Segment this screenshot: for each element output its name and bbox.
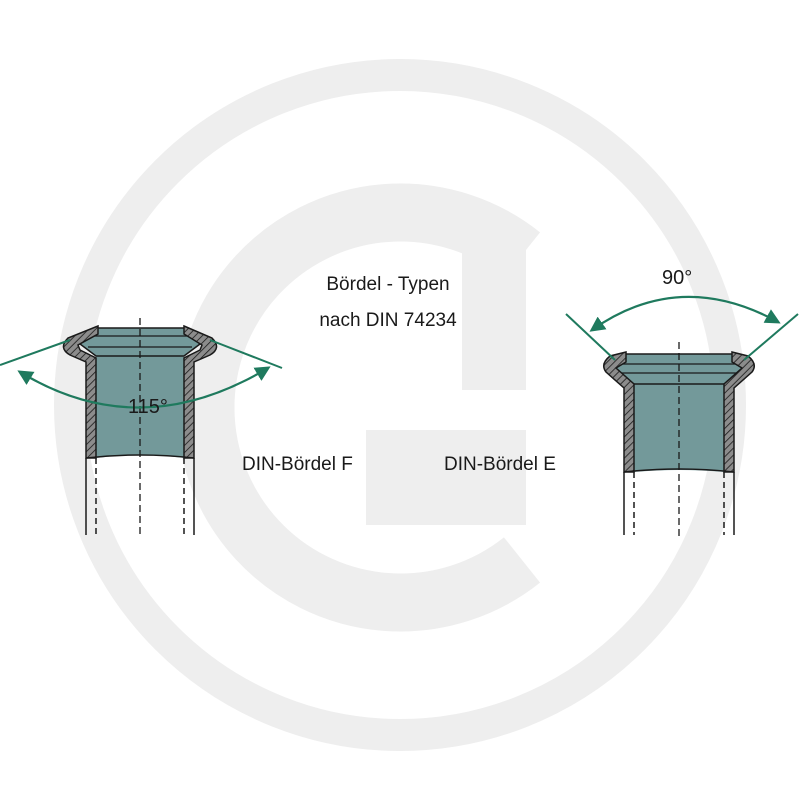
diagram-title: Bördel - Typen bbox=[326, 274, 449, 295]
flare-f-angle-label: 115° bbox=[128, 396, 168, 418]
flare-e-label: DIN-Bördel E bbox=[444, 454, 556, 475]
flare-f-angle-arc bbox=[17, 366, 271, 409]
flare-e-right-wall bbox=[723, 351, 755, 473]
flare-e-left-wall bbox=[603, 351, 635, 473]
flare-e-angle-label: 90° bbox=[662, 267, 692, 289]
flare-e-drawing bbox=[565, 295, 799, 536]
diagram-subtitle: nach DIN 74234 bbox=[319, 310, 457, 331]
flare-f-label: DIN-Bördel F bbox=[242, 454, 353, 475]
flare-f-drawing bbox=[0, 318, 283, 538]
flare-e-angle-arc bbox=[589, 295, 781, 332]
